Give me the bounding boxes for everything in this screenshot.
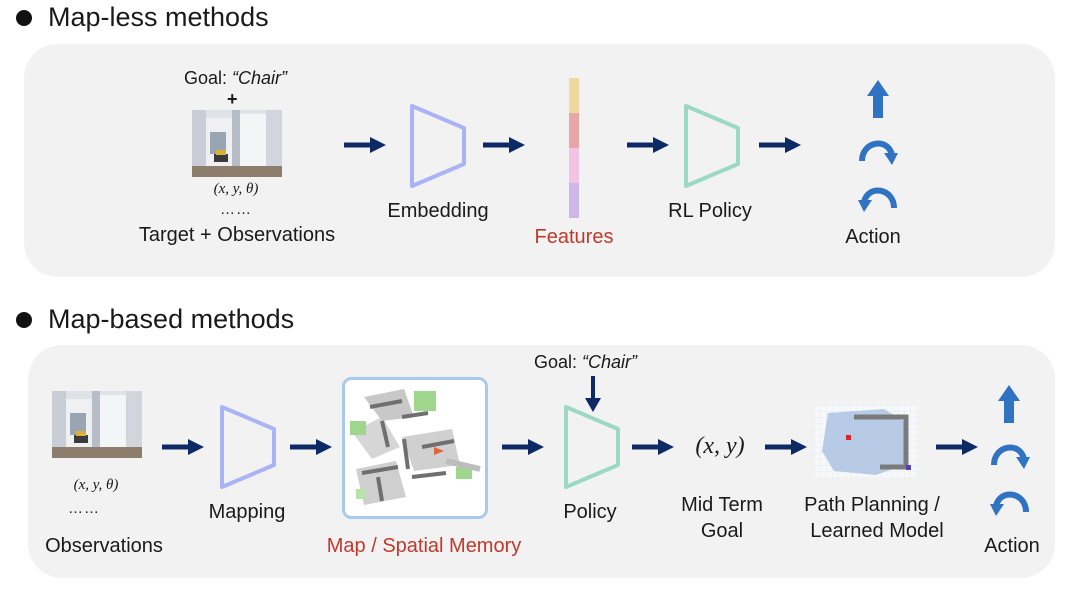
goal-value: “Chair” bbox=[582, 352, 638, 372]
ellipsis-text: …… bbox=[68, 500, 100, 517]
section-heading-mapless: Map-less methods bbox=[16, 2, 269, 33]
policy-icon bbox=[564, 405, 620, 489]
goal-down-arrow-icon bbox=[585, 376, 601, 412]
planning-label-line1: Path Planning / bbox=[804, 494, 940, 516]
arrow-icon bbox=[290, 439, 332, 455]
midterm-label-line2: Goal bbox=[700, 520, 744, 542]
arrow-icon bbox=[344, 137, 386, 153]
arrow-icon bbox=[765, 439, 807, 455]
observation-image bbox=[52, 391, 142, 458]
goal-prefix: Goal: bbox=[184, 68, 233, 88]
move-forward-icon bbox=[867, 80, 889, 118]
turn-right-icon bbox=[859, 140, 898, 165]
midterm-label-line1: Mid Term bbox=[681, 494, 763, 516]
arrow-icon bbox=[936, 439, 978, 455]
goal-value: “Chair” bbox=[232, 68, 288, 88]
bullet-icon bbox=[16, 9, 32, 26]
heading-text: Map-based methods bbox=[48, 304, 295, 334]
pose-text: (x, y, θ) bbox=[73, 477, 119, 493]
path-planning-grid-image bbox=[814, 405, 918, 477]
move-forward-icon bbox=[998, 385, 1020, 423]
heading-text: Map-less methods bbox=[48, 2, 269, 32]
rl-policy-icon bbox=[684, 104, 740, 188]
embedding-encoder-icon bbox=[410, 104, 466, 188]
features-label: Features bbox=[534, 226, 614, 248]
arrow-icon bbox=[162, 439, 204, 455]
ellipsis-text: …… bbox=[220, 201, 252, 218]
action-label: Action bbox=[984, 535, 1040, 557]
bullet-icon bbox=[16, 311, 32, 328]
spatial-memory-label: Map / Spatial Memory bbox=[326, 535, 522, 557]
mapping-label: Mapping bbox=[208, 501, 286, 523]
section-heading-mapbased: Map-based methods bbox=[16, 304, 294, 335]
turn-left-icon bbox=[990, 491, 1029, 516]
arrow-icon bbox=[627, 137, 669, 153]
observations-label: Observations bbox=[45, 535, 163, 557]
action-label: Action bbox=[845, 226, 901, 248]
turn-right-icon bbox=[991, 444, 1030, 469]
midterm-coordinates: (x, y) bbox=[695, 433, 745, 459]
mapbased-goal: Goal: “Chair” bbox=[534, 352, 637, 373]
arrow-icon bbox=[632, 439, 674, 455]
planning-label-line2: Learned Model bbox=[810, 520, 944, 542]
arrow-icon bbox=[483, 137, 525, 153]
target-observations-label: Target + Observations bbox=[138, 224, 336, 246]
observation-image bbox=[192, 110, 282, 177]
arrow-icon bbox=[759, 137, 801, 153]
feature-vector-bar bbox=[569, 78, 579, 218]
arrow-icon bbox=[502, 439, 544, 455]
policy-label: Policy bbox=[563, 501, 617, 523]
spatial-map-image bbox=[342, 377, 488, 519]
mapping-encoder-icon bbox=[220, 405, 276, 489]
mapless-goal: Goal: “Chair” bbox=[184, 68, 287, 89]
rl-policy-label: RL Policy bbox=[668, 200, 752, 222]
plus-sign: + bbox=[227, 89, 238, 109]
embedding-label: Embedding bbox=[387, 200, 489, 222]
pose-text: (x, y, θ) bbox=[213, 181, 259, 197]
turn-left-icon bbox=[858, 187, 897, 212]
goal-prefix: Goal: bbox=[534, 352, 583, 372]
